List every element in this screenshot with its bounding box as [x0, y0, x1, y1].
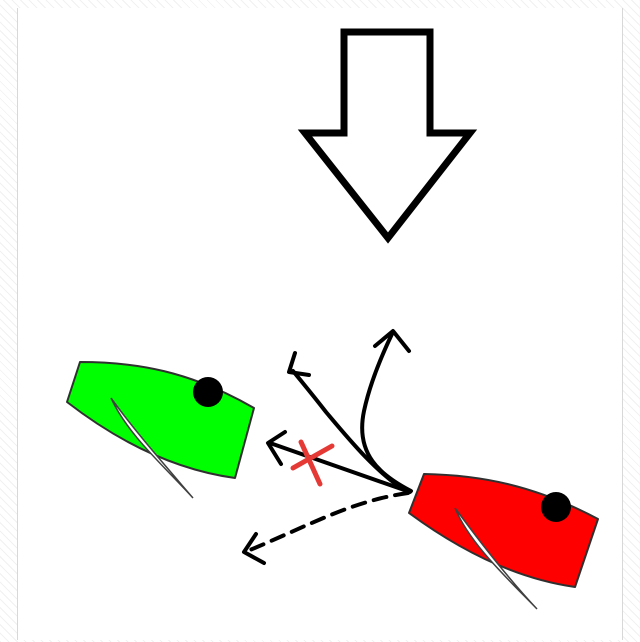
medium-option-arrowhead — [287, 351, 311, 377]
bear-away-option-path — [248, 491, 410, 552]
green-boat-sail — [110, 397, 194, 499]
bear-away-option-arrowhead — [242, 532, 266, 565]
green-boat — [66, 361, 255, 499]
blocked-cross-icon — [290, 439, 335, 487]
red-boat-sail — [454, 507, 538, 610]
wind-arrow-icon — [297, 28, 478, 244]
blocked-option-path — [268, 441, 412, 494]
medium-option-path — [291, 369, 410, 494]
green-boat-mast — [193, 377, 223, 407]
option-paths — [242, 329, 413, 565]
red-boat — [408, 473, 599, 610]
blocked-option-arrowhead — [266, 430, 287, 466]
red-boat-mast — [541, 492, 571, 522]
steep-option-path — [360, 332, 413, 493]
steep-option-arrowhead — [373, 329, 411, 353]
